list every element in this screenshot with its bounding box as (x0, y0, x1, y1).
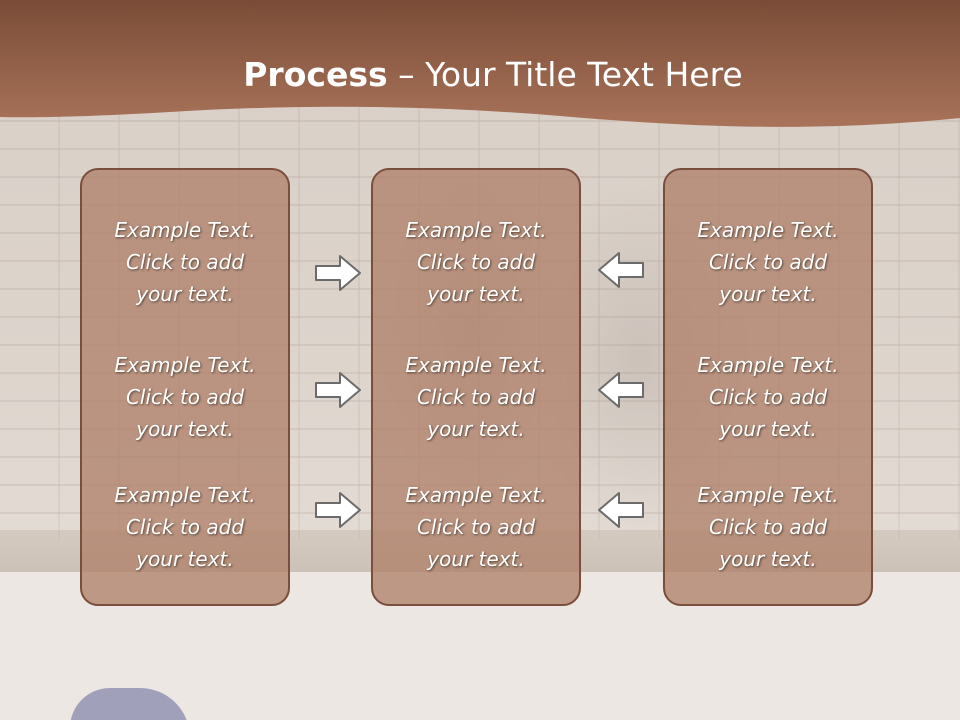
process-panel-left[interactable]: Example Text. Click to add your text. Ex… (80, 168, 290, 606)
left-arrow-icon (598, 492, 644, 528)
text-placeholder[interactable]: Example Text. Click to add your text. (82, 349, 288, 445)
text-line: Example Text. (697, 483, 839, 507)
left-arrow-icon (598, 372, 644, 408)
right-arrow-icon (315, 492, 361, 528)
text-line: your text. (427, 547, 525, 571)
text-line: Example Text. (114, 483, 256, 507)
text-placeholder[interactable]: Example Text. Click to add your text. (373, 214, 579, 310)
text-line: Click to add (708, 385, 828, 409)
text-line: Example Text. (697, 218, 839, 242)
left-arrow-icon (598, 252, 644, 288)
text-placeholder[interactable]: Example Text. Click to add your text. (665, 349, 871, 445)
text-line: Example Text. (114, 218, 256, 242)
text-line: Example Text. (114, 353, 256, 377)
title-rest: – Your Title Text Here (387, 55, 743, 94)
text-line: Example Text. (405, 353, 547, 377)
text-placeholder[interactable]: Example Text. Click to add your text. (373, 479, 579, 575)
text-line: your text. (427, 282, 525, 306)
right-arrow-icon (315, 255, 361, 291)
text-line: your text. (136, 547, 234, 571)
process-panel-center[interactable]: Example Text. Click to add your text. Ex… (371, 168, 581, 606)
header-banner: Process – Your Title Text Here (0, 0, 960, 140)
text-line: Click to add (708, 250, 828, 274)
text-placeholder[interactable]: Example Text. Click to add your text. (82, 214, 288, 310)
right-arrow-icon (315, 372, 361, 408)
text-line: Click to add (416, 250, 536, 274)
text-line: Click to add (416, 515, 536, 539)
header-wave (0, 0, 960, 127)
text-line: Example Text. (405, 218, 547, 242)
text-placeholder[interactable]: Example Text. Click to add your text. (373, 349, 579, 445)
process-panel-right[interactable]: Example Text. Click to add your text. Ex… (663, 168, 873, 606)
text-line: Click to add (125, 385, 245, 409)
text-line: Example Text. (697, 353, 839, 377)
text-line: Click to add (125, 250, 245, 274)
text-placeholder[interactable]: Example Text. Click to add your text. (665, 214, 871, 310)
text-line: your text. (427, 417, 525, 441)
text-line: your text. (719, 547, 817, 571)
text-line: your text. (719, 417, 817, 441)
text-line: Click to add (125, 515, 245, 539)
text-line: Example Text. (405, 483, 547, 507)
slide-title[interactable]: Process – Your Title Text Here (0, 55, 960, 94)
text-placeholder[interactable]: Example Text. Click to add your text. (82, 479, 288, 575)
text-line: your text. (136, 417, 234, 441)
text-placeholder[interactable]: Example Text. Click to add your text. (665, 479, 871, 575)
text-line: Click to add (416, 385, 536, 409)
title-bold: Process (243, 55, 388, 94)
text-line: Click to add (708, 515, 828, 539)
text-line: your text. (136, 282, 234, 306)
text-line: your text. (719, 282, 817, 306)
